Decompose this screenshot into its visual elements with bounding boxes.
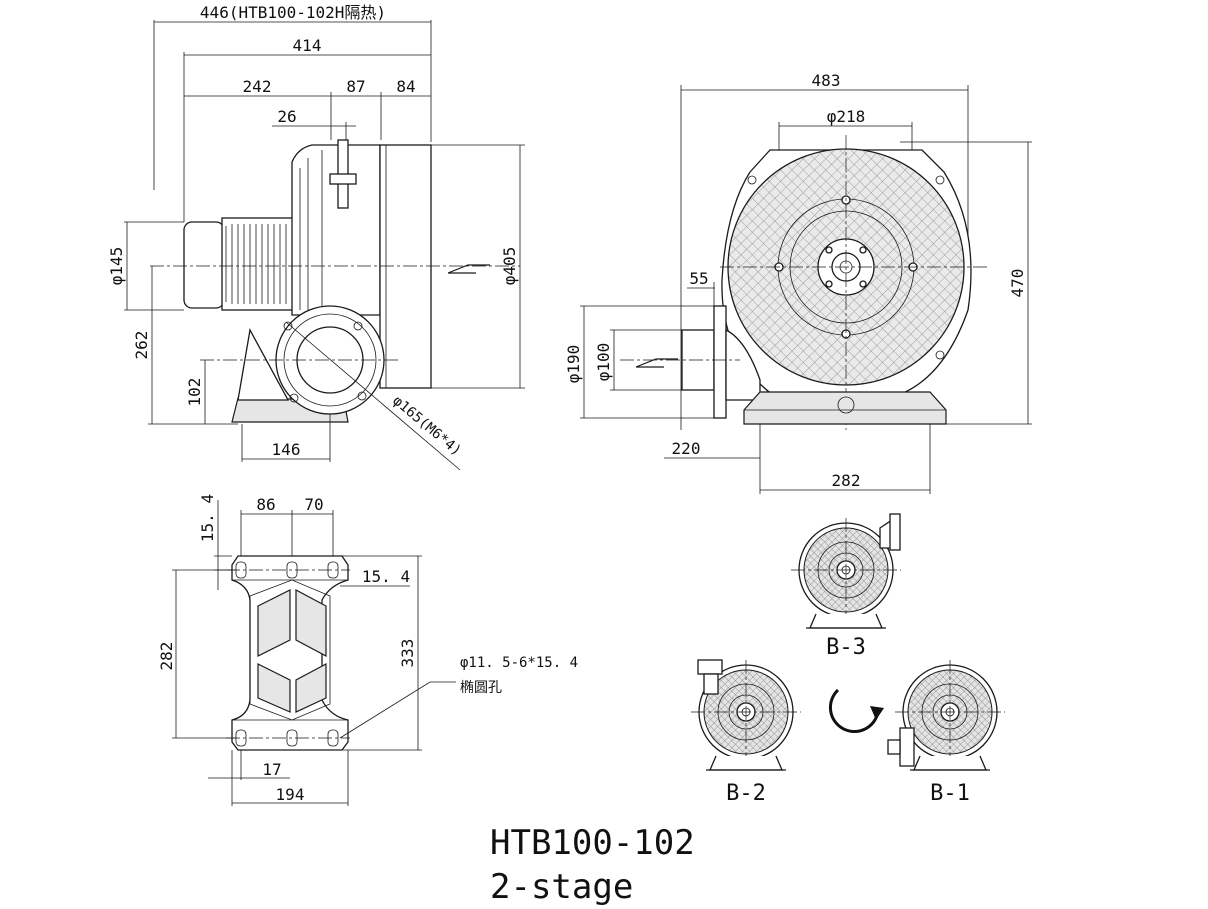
dim-phi100: φ100 xyxy=(594,343,613,382)
dim-262: 262 xyxy=(132,331,151,360)
dim-470: 470 xyxy=(1008,269,1027,298)
rotation-arrow-icon xyxy=(828,688,884,733)
side-view: 446(HTB100-102H隔热) 414 242 87 84 26 φ145… xyxy=(107,3,525,471)
dim-84: 84 xyxy=(396,77,415,96)
front-view: 483 φ218 470 55 φ190 φ100 220 282 xyxy=(564,71,1032,494)
orientation-b1: B-1 xyxy=(887,659,1006,806)
dim-15-4-horizontal: 15. 4 xyxy=(362,567,410,586)
base-view: 15. 4 86 70 15. 4 282 333 φ11. 5-6*15. 4… xyxy=(157,494,578,806)
dim-15-4-vertical: 15. 4 xyxy=(198,494,217,542)
dim-overall-length: 446(HTB100-102H隔热) xyxy=(200,3,386,22)
dim-414: 414 xyxy=(293,36,322,55)
dim-26: 26 xyxy=(277,107,296,126)
dim-102: 102 xyxy=(185,378,204,407)
model-stage: 2-stage xyxy=(490,867,633,907)
orientation-b3: B-3 xyxy=(790,513,902,660)
dim-phi190: φ190 xyxy=(564,345,583,384)
dim-194: 194 xyxy=(276,785,305,804)
dim-87: 87 xyxy=(346,77,365,96)
orientation-b2: B-2 xyxy=(690,659,802,806)
dim-phi165: φ165(M6*4) xyxy=(389,393,464,459)
label-b1: B-1 xyxy=(930,781,970,806)
label-b2: B-2 xyxy=(726,781,766,806)
model-name: HTB100-102 xyxy=(490,823,695,863)
dim-333: 333 xyxy=(398,639,417,668)
dim-483: 483 xyxy=(812,71,841,90)
dim-55: 55 xyxy=(689,269,708,288)
dim-242: 242 xyxy=(243,77,272,96)
dim-282-base: 282 xyxy=(157,642,176,671)
dim-phi405: φ405 xyxy=(500,247,519,286)
hole-spec-label: φ11. 5-6*15. 4 xyxy=(460,655,578,671)
hole-note-label: 椭圆孔 xyxy=(460,680,502,696)
dim-282-front: 282 xyxy=(832,471,861,490)
dim-17: 17 xyxy=(262,760,281,779)
dim-phi145: φ145 xyxy=(107,247,126,286)
dim-146: 146 xyxy=(272,440,301,459)
dim-220: 220 xyxy=(672,439,701,458)
dim-70: 70 xyxy=(304,495,323,514)
label-b3: B-3 xyxy=(826,635,866,660)
dim-phi218: φ218 xyxy=(827,107,866,126)
dim-86: 86 xyxy=(256,495,275,514)
